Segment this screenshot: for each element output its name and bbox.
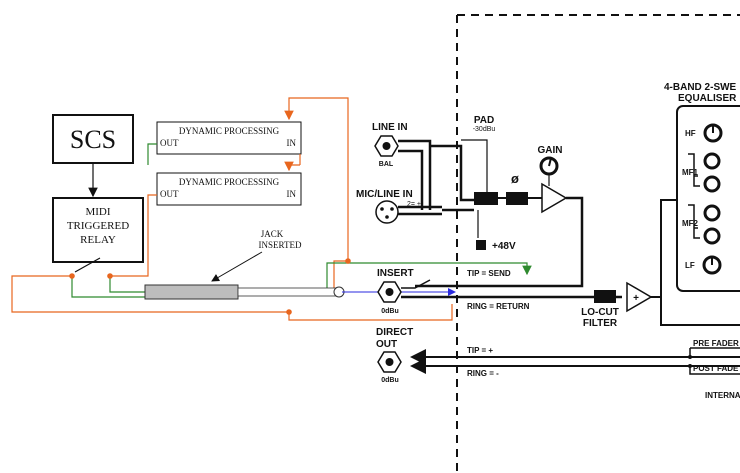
- insert-socket-hole: [385, 288, 394, 296]
- eq-mf1-bracket: [688, 153, 700, 187]
- scs-label: SCS: [70, 125, 116, 154]
- bal-label: BAL: [379, 161, 394, 168]
- direct-out-socket-hole: [385, 358, 394, 366]
- amp-output-line: [651, 199, 680, 298]
- dyn2-in: IN: [287, 189, 297, 199]
- ring-return-label: RING = RETURN: [467, 302, 530, 311]
- phantom-block: [476, 240, 486, 250]
- pad-label: PAD: [474, 115, 494, 126]
- gain-output-line: [415, 196, 584, 288]
- midi-relay-box: [52, 197, 144, 263]
- jack-pointer-arrow: [211, 251, 263, 282]
- locut-filter-block: [594, 290, 616, 303]
- eq-mf1-knob-top: [703, 152, 721, 170]
- fader-select-dot: [688, 355, 692, 359]
- internal-label: INTERNA: [705, 391, 740, 400]
- amp-feedback-line: [660, 297, 740, 326]
- locut-summing-amp: [626, 281, 653, 313]
- dyn1-title: DYNAMIC PROCESSING: [179, 126, 280, 136]
- direct-out-level: 0dBu: [381, 377, 399, 384]
- eq-mf1-knob-bottom: [703, 175, 721, 193]
- locut-label-line2: FILTER: [583, 318, 618, 329]
- dyn2-title: DYNAMIC PROCESSING: [179, 177, 280, 187]
- phase-label: ø: [511, 171, 519, 186]
- eq-mf2-knob-top: [703, 204, 721, 222]
- post-fader-label: POST FADE: [693, 364, 739, 373]
- eq-mf1-label: MF1: [682, 168, 699, 177]
- dyn1-out: OUT: [160, 138, 179, 148]
- jack-label-line1: JACK: [261, 229, 284, 239]
- console-boundary: [456, 14, 740, 473]
- fader-select-dot: [688, 364, 692, 368]
- ring-minus-label: RING = -: [467, 369, 499, 378]
- jack-label-line2: INSERTED: [259, 240, 302, 250]
- eq-title-line1: 4-BAND 2-SWE: [664, 82, 737, 93]
- relay-label-line1: MIDI: [85, 206, 110, 218]
- pad-switch-line: [461, 139, 488, 192]
- line-in-label: LINE IN: [372, 122, 408, 133]
- relay-label-line2: TRIGGERED: [67, 220, 129, 232]
- junction-dot: [69, 273, 75, 279]
- xlr-socket: [375, 200, 399, 224]
- eq-lf-label: LF: [685, 261, 695, 270]
- xlr-pin: [380, 207, 384, 211]
- input-lines: [398, 139, 474, 216]
- pad-block: [474, 192, 498, 205]
- insert-label: INSERT: [377, 268, 414, 279]
- xlr-pin: [385, 215, 389, 219]
- gain-knob-pointer: [548, 157, 552, 167]
- line-in-socket-hole: [382, 142, 391, 150]
- direct-out-lines: [410, 349, 740, 374]
- direct-out-label-line2: OUT: [376, 339, 397, 350]
- orange-wiring: [11, 97, 453, 321]
- tip-plus-label: TIP = +: [467, 346, 493, 355]
- insert-level: 0dBu: [381, 308, 399, 315]
- eq-panel: [676, 105, 740, 292]
- xlr-pin: [390, 207, 394, 211]
- eq-hf-label: HF: [685, 129, 696, 138]
- eq-mf2-label: MF2: [682, 219, 699, 228]
- dyn-processing-2-box: [156, 172, 302, 206]
- gain-label: GAIN: [538, 145, 563, 156]
- eq-mf2-bracket: [688, 204, 700, 239]
- sum-label: +: [633, 293, 639, 304]
- phase-block: [506, 192, 528, 205]
- dyn1-in: IN: [287, 138, 297, 148]
- eq-title-line2: EQUALISER: [678, 93, 737, 104]
- junction-dot: [345, 258, 351, 264]
- gain-amplifier: [541, 182, 568, 214]
- locut-label-line1: LO-CUT: [581, 307, 619, 318]
- insert-switch: [401, 279, 431, 289]
- direct-out-label-line1: DIRECT: [376, 327, 413, 338]
- junction-dot: [286, 309, 292, 315]
- tip-send-label: TIP = SEND: [467, 269, 511, 278]
- pad-value: -30dBu: [473, 126, 496, 133]
- phantom-label: +48V: [492, 241, 516, 252]
- dyn2-out: OUT: [160, 189, 179, 199]
- scs-box: [52, 114, 134, 164]
- xlr-pin-label: 2= +: [407, 201, 421, 208]
- junction-dot: [107, 273, 113, 279]
- jack-plug-shaft: [237, 287, 337, 297]
- mic-line-in-label: MIC/LINE IN: [356, 189, 413, 200]
- relay-contact: [74, 257, 101, 273]
- jack-plug-sleeve: [144, 284, 239, 300]
- pre-fader-label: PRE FADER: [693, 339, 739, 348]
- relay-label-line3: RELAY: [80, 234, 116, 246]
- eq-mf2-knob-bottom: [703, 227, 721, 245]
- dyn-processing-1-box: [156, 121, 302, 155]
